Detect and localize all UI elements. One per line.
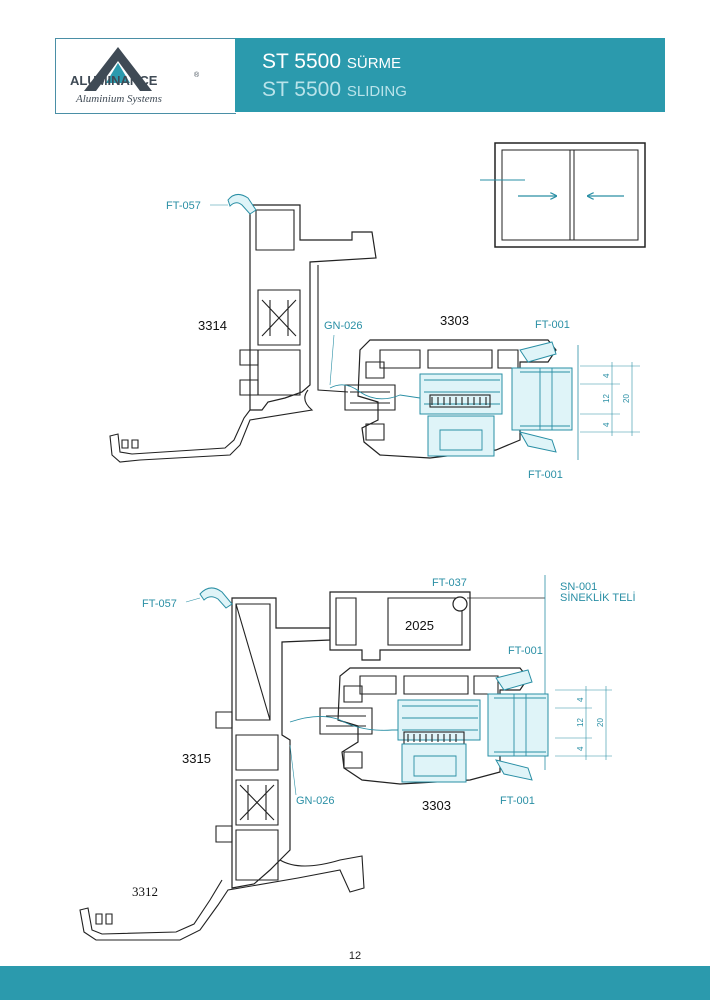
label-3314: 3314 bbox=[198, 318, 227, 333]
label-ft057-bottom: FT-057 bbox=[142, 598, 177, 610]
brand-name: ALUMINANCE bbox=[70, 73, 158, 88]
label-3303-top: 3303 bbox=[440, 313, 469, 328]
dim-top-d1: 4 bbox=[602, 373, 611, 378]
label-gn026-top: GN-026 bbox=[324, 320, 363, 332]
label-ft001-bottom-1: FT-001 bbox=[508, 645, 543, 657]
brand-trademark: ® bbox=[194, 71, 200, 79]
dim-top-d2: 12 bbox=[602, 394, 611, 403]
label-ft001-top-1: FT-001 bbox=[535, 319, 570, 331]
profile-2025 bbox=[329, 591, 471, 661]
detail-bottom: FT-057 FT-037 SN-001 SİNEKLİK TELİ 2025 … bbox=[79, 575, 636, 941]
label-ft057-top: FT-057 bbox=[166, 200, 201, 212]
profile-3314 bbox=[249, 204, 377, 411]
label-3312: 3312 bbox=[132, 884, 158, 899]
detail-top: FT-057 3314 GN-026 3303 FT-001 FT-001 4 … bbox=[109, 194, 640, 481]
dim-top-total: 20 bbox=[622, 394, 631, 403]
header-logo-box: ALUMINANCE ® Aluminium Systems bbox=[55, 38, 236, 114]
title-turkish: ST 5500 SÜRME bbox=[262, 50, 402, 73]
aluminance-logo-icon: ALUMINANCE ® Aluminium Systems bbox=[70, 47, 200, 105]
gasket-ft057-top bbox=[227, 194, 257, 215]
dim-bottom-d3: 4 bbox=[576, 746, 585, 751]
sliding-window-icon bbox=[480, 142, 646, 248]
profile-3315 bbox=[231, 597, 331, 889]
label-2025: 2025 bbox=[405, 618, 434, 633]
label-sn001: SN-001 bbox=[560, 581, 597, 593]
label-ft037: FT-037 bbox=[432, 577, 467, 589]
label-gn026-bottom: GN-026 bbox=[296, 795, 335, 807]
label-3303-bottom: 3303 bbox=[422, 798, 451, 813]
label-3315: 3315 bbox=[182, 751, 211, 766]
header-band bbox=[235, 38, 665, 112]
dim-bottom-total: 20 bbox=[596, 718, 605, 727]
gasket-ft057-bottom bbox=[199, 587, 233, 609]
dimension-top bbox=[580, 362, 640, 436]
footer-band bbox=[0, 966, 710, 1000]
label-sn001-sub: SİNEKLİK TELİ bbox=[560, 591, 636, 604]
label-ft001-bottom-2: FT-001 bbox=[500, 795, 535, 807]
label-ft001-top-2: FT-001 bbox=[528, 469, 563, 481]
page-number: 12 bbox=[348, 950, 362, 962]
dim-bottom-d1: 4 bbox=[576, 697, 585, 702]
dim-top-d3: 4 bbox=[602, 422, 611, 427]
title-english: ST 5500 SLIDING bbox=[262, 78, 407, 101]
brand-subtitle: Aluminium Systems bbox=[75, 93, 162, 105]
dim-bottom-d2: 12 bbox=[576, 718, 585, 727]
dimension-bottom bbox=[555, 686, 612, 760]
